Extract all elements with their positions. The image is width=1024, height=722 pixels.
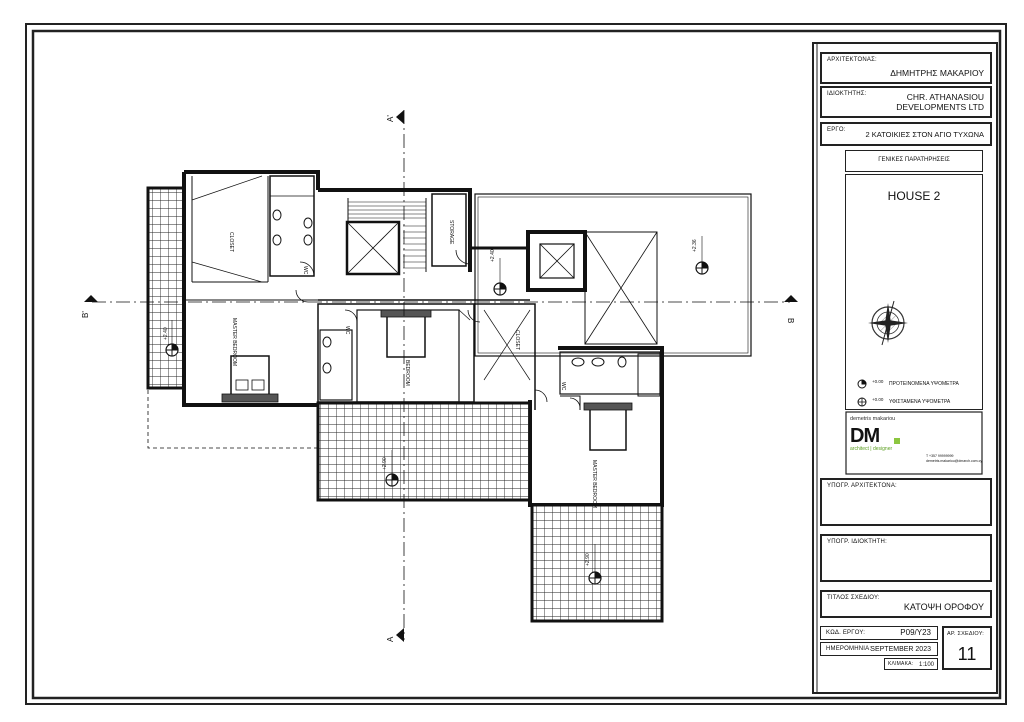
section-label-a-bottom: A [386,636,395,642]
project-label: ΕΡΓΟ: [827,127,846,133]
owner-signature-field: ΥΠΟΓΡ. ΙΔΙΟΚΤΗΤΗ: [820,534,992,582]
terrace-middle [316,401,532,502]
code-field: ΚΩΔ. ΕΡΓΟΥ: P09/Y23 [820,626,938,640]
room-label-wc-3: WC [560,382,566,391]
sheet-number-value: 11 [957,644,977,664]
owner-field: ΙΔΙΟΚΤΗΤΗΣ: CHR. ATHANASIOU DEVELOPMENTS… [820,86,992,118]
room-label-master-1: MASTER BEDROOM [231,318,237,366]
compass-icon [868,300,908,346]
legend-existing-text: ΥΦΙΣΤΑΜΕΝΑ ΥΨΟΜΕΤΡΑ [889,399,951,405]
room-label-bedroom: BEDROOM [404,360,410,386]
legend-proposed-text: ΠΡΟΤΕΙΝΟΜΕΝΑ ΥΨΟΜΕΤΡΑ [889,381,959,387]
inner-border [31,29,1002,700]
scale-field: ΚΛΙΜΑΚΑ: 1:100 [884,658,938,670]
notes-header: ΓΕΝΙΚΕΣ ΠΑΡΑΤΗΡΗΣΕΙΣ [878,157,950,163]
room-label-storage: STORAGE [448,220,454,245]
architect-signature-label: ΥΠΟΓΡ. ΑΡΧΙΤΕΚΤΟΝΑ: [827,483,897,489]
drawing-title-field: ΤΙΤΛΟΣ ΣΧΕΔΙΟΥ: ΚΑΤΟΨΗ ΟΡΟΦΟΥ [820,590,992,618]
section-label-b-left: B' [81,311,90,318]
room-label-wc-2: WC [344,326,350,335]
level-label-stair: +2.40 [490,249,496,262]
level-label-roof: +2.36 [692,239,698,252]
architect-signature-field: ΥΠΟΓΡ. ΑΡΧΙΤΕΚΤΟΝΑ: [820,478,992,526]
owner-value-line2: DEVELOPMENTS LTD [896,102,984,112]
owner-signature-label: ΥΠΟΓΡ. ΙΔΙΟΚΤΗΤΗ: [827,539,887,545]
notes-panel: HOUSE 2 +0.00 ΠΡΟΤΕΙΝΟΜΕΝΑ ΥΨΟΜΕΤΡΑ +0.0… [845,174,983,410]
terrace-left [146,186,186,390]
outer-border [25,23,1007,705]
logo-mark: DM [850,425,880,447]
level-markers [165,236,709,585]
level-label-terrace-mid: +2.90 [382,457,388,470]
logo-contact-line1: T +357 99999999 [926,454,954,458]
room-label-closet-1: CLOSET [228,232,234,252]
date-label: ΗΜΕΡΟΜΗΝΙΑ: [826,646,872,652]
architect-value: ΔΗΜΗΤΡΗΣ ΜΑΚΑΡΙΟΥ [890,68,984,78]
code-value: P09/Y23 [900,628,931,637]
floor-plan: CLOSET MASTER BEDROOM WC STORAGE BEDROOM… [81,110,798,642]
room-label-master-2: MASTER BEDROOM [591,460,597,508]
logo-block: demetris makariou DM architect | designe… [850,416,983,472]
logo-contact-line2: demetris.makariou@dmarch.com.cy [926,459,983,463]
titleblock-frame [812,42,998,694]
section-label-b-right: B [786,318,795,323]
owner-value-line1: CHR. ATHANASIOU [906,92,984,102]
owner-label: ΙΔΙΟΚΤΗΤΗΣ: [827,91,867,97]
legend-markers [857,379,867,407]
level-label-terrace-bottom: +2.90 [585,553,591,566]
section-label-a-top: A' [386,115,395,122]
house-title: HOUSE 2 [887,189,941,203]
architect-field: ΑΡΧΙΤΕΚΤΟΝΑΣ: ΔΗΜΗΤΡΗΣ ΜΑΚΑΡΙΟΥ [820,52,992,84]
date-field: ΗΜΕΡΟΜΗΝΙΑ: SEPTEMBER 2023 [820,642,938,656]
project-value: 2 ΚΑΤΟΙΚΙΕΣ ΣΤΟΝ ΑΓΙΟ ΤΥΧΩΝΑ [865,130,985,139]
scale-value: 1:100 [918,662,934,668]
date-value: SEPTEMBER 2023 [870,646,931,653]
legend-existing-level: +0.00 [872,397,884,402]
notes-header-box: ΓΕΝΙΚΕΣ ΠΑΡΑΤΗΡΗΣΕΙΣ [845,150,983,172]
door-swings [295,249,581,409]
room-label-wc-1: WC [302,266,308,275]
sheet-number-field: ΑΡ. ΣΧΕΔΙΟΥ: 11 [942,626,992,670]
bed-symbols [221,309,633,451]
drawing-title-value: ΚΑΤΟΨΗ ΟΡΟΦΟΥ [903,602,984,612]
scale-label: ΚΛΙΜΑΚΑ: [888,661,914,667]
architect-label: ΑΡΧΙΤΕΚΤΟΝΑΣ: [827,57,877,63]
terrace-bottom [530,503,664,623]
level-label-terrace-left: +2.40 [163,327,169,340]
logo-top-text: demetris makariou [850,416,896,422]
project-field: ΕΡΓΟ: 2 ΚΑΤΟΙΚΙΕΣ ΣΤΟΝ ΑΓΙΟ ΤΥΧΩΝΑ [820,122,992,146]
legend-proposed-level: +0.00 [872,379,884,384]
sheet-number-label: ΑΡ. ΣΧΕΔΙΟΥ: [947,631,985,637]
logo-subtitle: architect | designer [850,446,893,452]
drawing-title-label: ΤΙΤΛΟΣ ΣΧΕΔΙΟΥ: [827,595,880,601]
room-label-closet-2: CLOSET [514,330,520,350]
code-label: ΚΩΔ. ΕΡΓΟΥ: [826,630,866,636]
fixtures [272,209,627,374]
